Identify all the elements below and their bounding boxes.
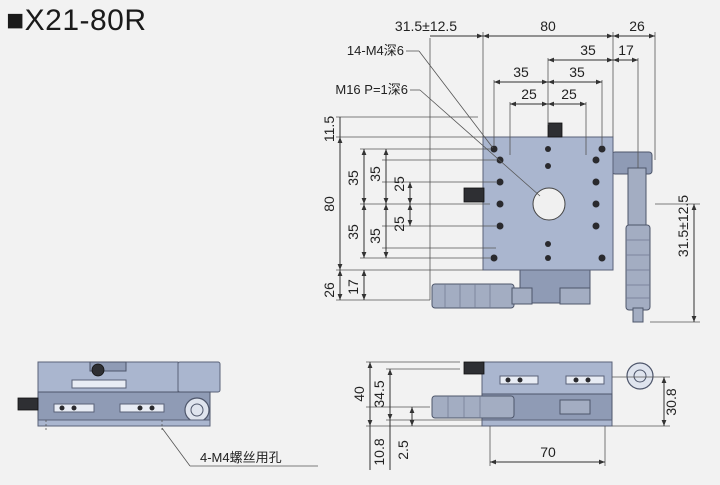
dim-left-80: 80 [321,196,337,212]
callout-14-m4: 14-M4深6 [347,43,404,58]
dim-top-80: 80 [540,18,556,34]
dim-row4-25b: 25 [561,86,577,102]
dim-mid-35b: 35 [345,224,361,240]
center-hole [532,187,566,221]
lock-knob [463,187,485,203]
top-view: 31.5±12.5 80 26 35 17 35 35 25 25 14-M4深… [321,18,700,323]
front-view: 40 34.5 10.8 2.5 70 30.8 [351,361,679,470]
model-title: ■X21-80R [6,4,147,37]
callout-4-m4: 4-M4螺丝用孔 [200,450,282,465]
dim-inner-35b: 35 [367,228,383,244]
side-view: 4-M4螺丝用孔 [17,361,318,467]
dim-front-34.5: 34.5 [371,380,387,407]
bottom-micrometer [431,267,591,309]
dim-top-offset: 31.5±12.5 [395,18,457,34]
dim-left-26: 26 [321,282,337,298]
dim-mid-35a: 35 [345,170,361,186]
dim-front-40: 40 [351,386,367,402]
right-micrometer [611,151,653,323]
dim-row2-17: 17 [618,42,634,58]
dim-mid-17: 17 [345,279,361,295]
dim-inner-25a: 25 [391,176,407,192]
dim-front-70: 70 [540,444,556,460]
dim-right-travel: 31.5±12.5 [675,195,691,257]
dim-row3-35b: 35 [569,64,585,80]
dim-front-30.8: 30.8 [663,388,679,415]
dim-top-26: 26 [629,18,645,34]
dim-front-10.8: 10.8 [371,438,387,465]
dim-front-2.5: 2.5 [395,440,411,460]
dim-inner-25b: 25 [391,216,407,232]
dim-row4-25a: 25 [521,86,537,102]
dim-left-11.5: 11.5 [321,116,337,142]
dim-row3-35a: 35 [513,64,529,80]
lock-knob-top [547,122,563,138]
callout-m16: M16 P=1深6 [335,82,408,97]
dim-inner-35a: 35 [367,166,383,182]
dim-row2-35: 35 [580,42,596,58]
